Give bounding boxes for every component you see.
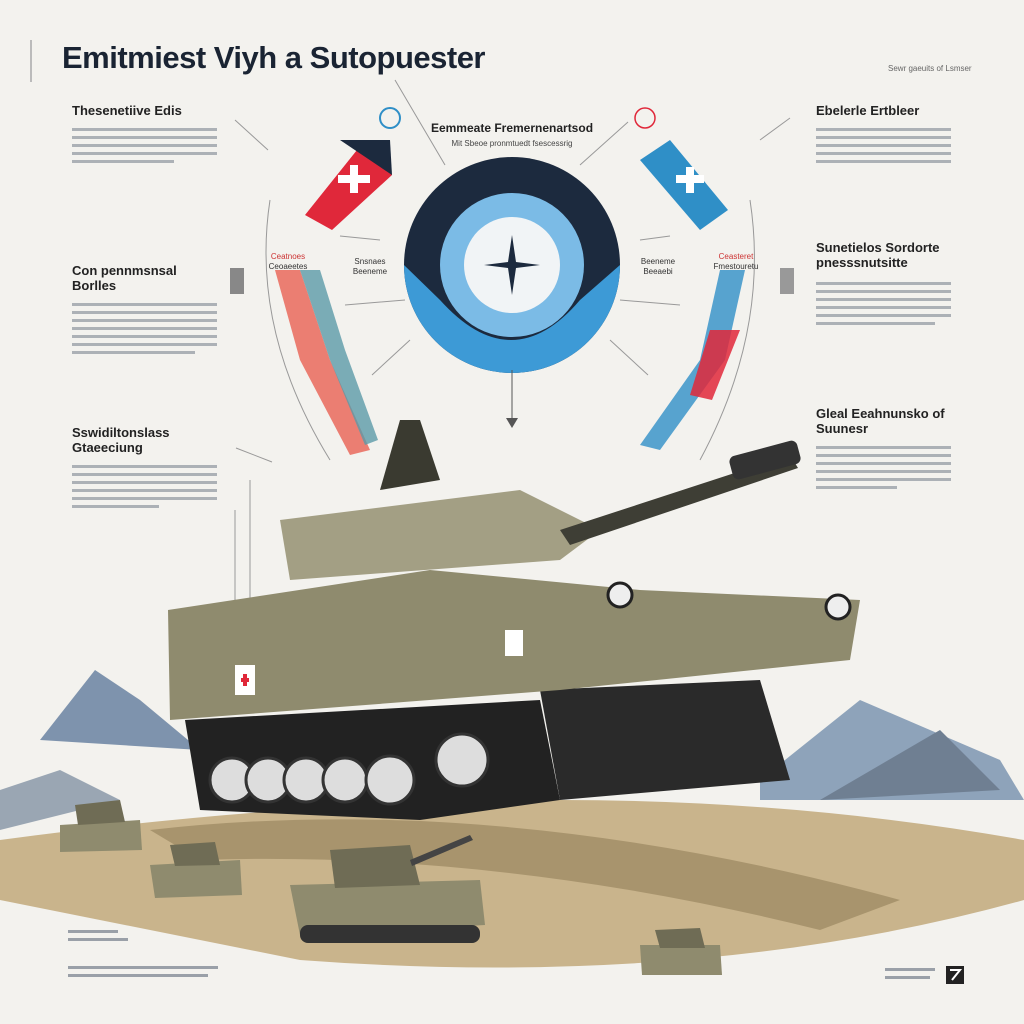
compass-diagram — [404, 157, 620, 428]
left-fan-bars — [275, 270, 378, 455]
footnotes — [68, 930, 935, 979]
leader-lines — [234, 79, 791, 600]
section-heading: Ebelerle Ertbleer — [816, 103, 920, 118]
section-right-1: Ebelerle Ertbleer — [816, 103, 951, 163]
section-body — [72, 465, 217, 508]
section-heading: Thesenetiive Edis — [72, 103, 182, 118]
section-body — [72, 128, 217, 163]
right-fan-bars — [640, 270, 745, 450]
compass-icon — [484, 235, 540, 295]
section-heading: Sswidiltonslass Gtaeeciung — [72, 425, 170, 455]
title-rule — [30, 40, 32, 82]
section-left-3: Sswidiltonslass Gtaeeciung — [72, 425, 217, 508]
section-right-2: Sunetielos Sordorte pnesssnutsitte — [816, 240, 951, 325]
section-body — [72, 303, 217, 354]
swiss-cross-icon — [640, 140, 728, 230]
mountains — [0, 670, 1024, 830]
section-body — [816, 128, 951, 163]
small-tanks — [60, 800, 722, 975]
page-title: Emitmiest Viyh a Sutopuester — [62, 40, 486, 75]
tagline: Sewr gaeuits of Lsmser — [888, 64, 972, 73]
center-title: Eemmeate Fremernenartsod — [430, 121, 594, 135]
section-heading: Sunetielos Sordorte pnesssnutsitte — [816, 240, 940, 270]
section-left-2: Con pennmsnsal Borlles — [72, 263, 217, 354]
section-body — [816, 446, 951, 489]
pin-icon — [634, 107, 656, 129]
section-heading: Con pennmsnsal Borlles — [72, 263, 177, 293]
section-heading: Gleal Eeahnunsko of Suunesr — [816, 406, 945, 436]
pin-icon — [379, 107, 401, 129]
section-left-1: Thesenetiive Edis — [72, 103, 217, 163]
swiss-cross-icon — [305, 140, 392, 230]
center-subtitle: Mit Sbeoe pronmtuedt fsescessrig — [451, 139, 573, 148]
section-body — [816, 282, 951, 325]
section-right-3: Gleal Eeahnunsko of Suunesr — [816, 406, 951, 489]
main-tank — [168, 420, 860, 820]
